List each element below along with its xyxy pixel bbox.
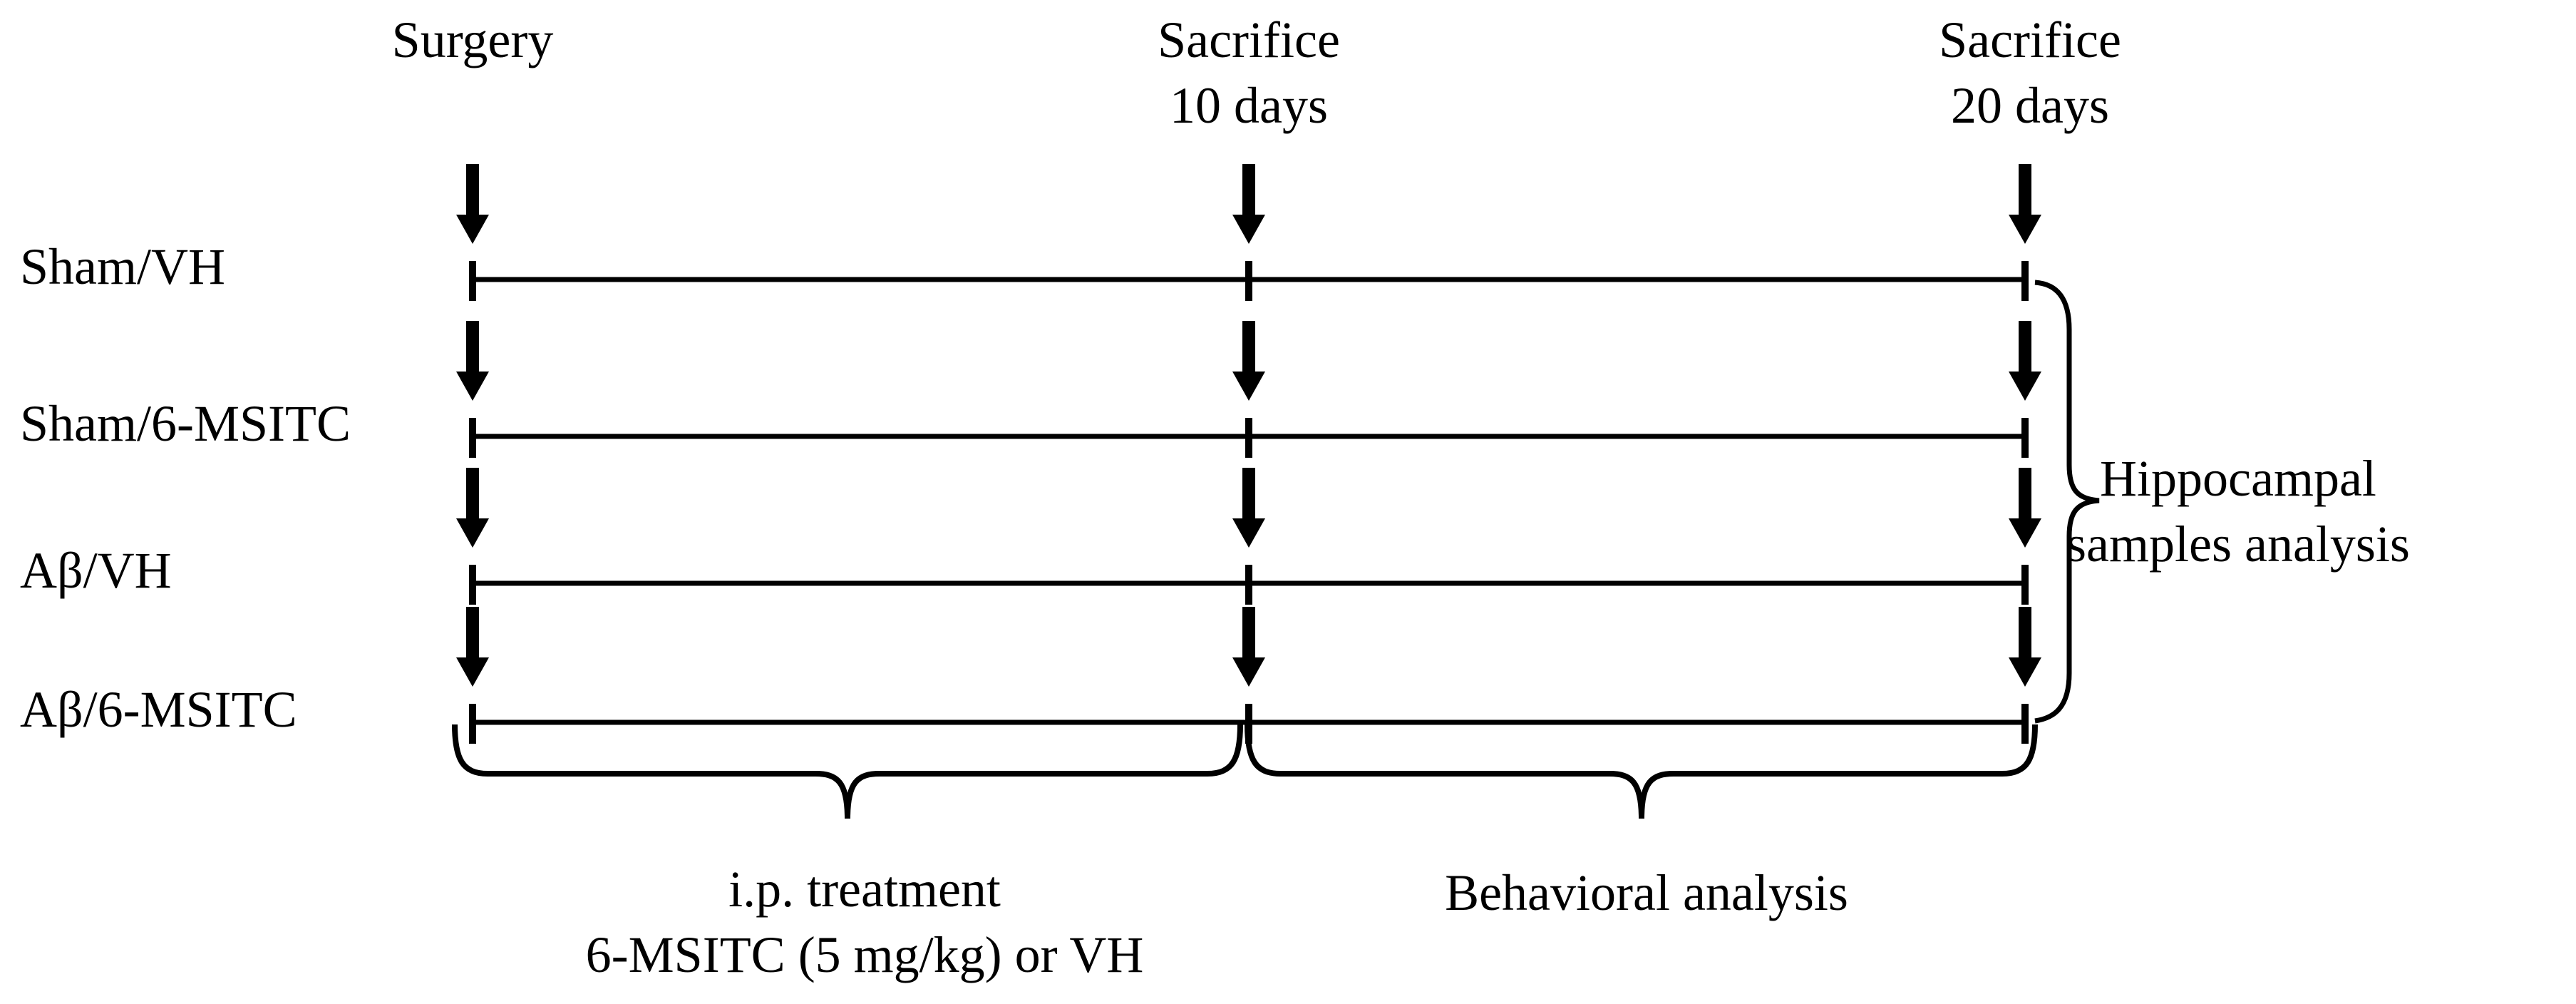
down-arrow-icon <box>456 468 489 548</box>
timepoint-subtitle: 20 days <box>1951 77 2109 134</box>
down-arrow-icon <box>1232 164 1265 244</box>
timepoint-subtitle: 10 days <box>1170 77 1328 134</box>
timepoint-surgery: Surgery <box>223 7 722 73</box>
down-arrow-icon <box>1232 607 1265 687</box>
tick-icon <box>1245 565 1252 605</box>
treatment-line2: 6-MSITC (5 mg/kg) or VH <box>585 926 1144 983</box>
down-arrow-icon <box>1232 468 1265 548</box>
tick-icon <box>469 261 476 301</box>
tick-icon <box>2021 704 2029 744</box>
behavioral-analysis-label: Behavioral analysis <box>1445 864 1848 921</box>
down-arrow-icon <box>1232 321 1265 401</box>
timepoint-title: Surgery <box>391 11 554 68</box>
treatment-underbrace <box>452 724 1243 819</box>
timepoint-sacrifice-20-days: Sacrifice 20 days <box>1781 7 2279 138</box>
down-arrow-icon <box>2009 321 2041 401</box>
timepoint-title: Sacrifice <box>1158 11 1340 68</box>
ip-treatment-label: i.p. treatment 6-MSITC (5 mg/kg) or VH <box>473 856 1257 988</box>
timepoint-sacrifice-10-days: Sacrifice 10 days <box>999 7 1498 138</box>
group-label-abeta-6msitc: Aβ/6-MSITC <box>20 681 297 738</box>
group-label-abeta-vh: Aβ/VH <box>20 542 172 599</box>
hippocampal-line2: samples analysis <box>2066 516 2410 573</box>
group-label-sham-vh: Sham/VH <box>20 238 225 295</box>
tick-icon <box>469 704 476 744</box>
timepoint-title: Sacrifice <box>1939 11 2121 68</box>
treatment-line1: i.p. treatment <box>728 861 1001 918</box>
tick-icon <box>469 418 476 458</box>
hippocampal-line1: Hippocampal <box>2100 450 2376 507</box>
tick-icon <box>2021 261 2029 301</box>
down-arrow-icon <box>2009 164 2041 244</box>
tick-icon <box>469 565 476 605</box>
group-label-sham-6msitc: Sham/6-MSITC <box>20 395 351 452</box>
right-brace <box>2034 280 2100 724</box>
down-arrow-icon <box>456 607 489 687</box>
behavioral-underbrace <box>1245 724 2038 819</box>
down-arrow-icon <box>456 321 489 401</box>
tick-icon <box>1245 418 1252 458</box>
tick-icon <box>1245 261 1252 301</box>
hippocampal-samples-analysis-label: Hippocampal samples analysis <box>1989 446 2488 577</box>
down-arrow-icon <box>2009 607 2041 687</box>
down-arrow-icon <box>456 164 489 244</box>
